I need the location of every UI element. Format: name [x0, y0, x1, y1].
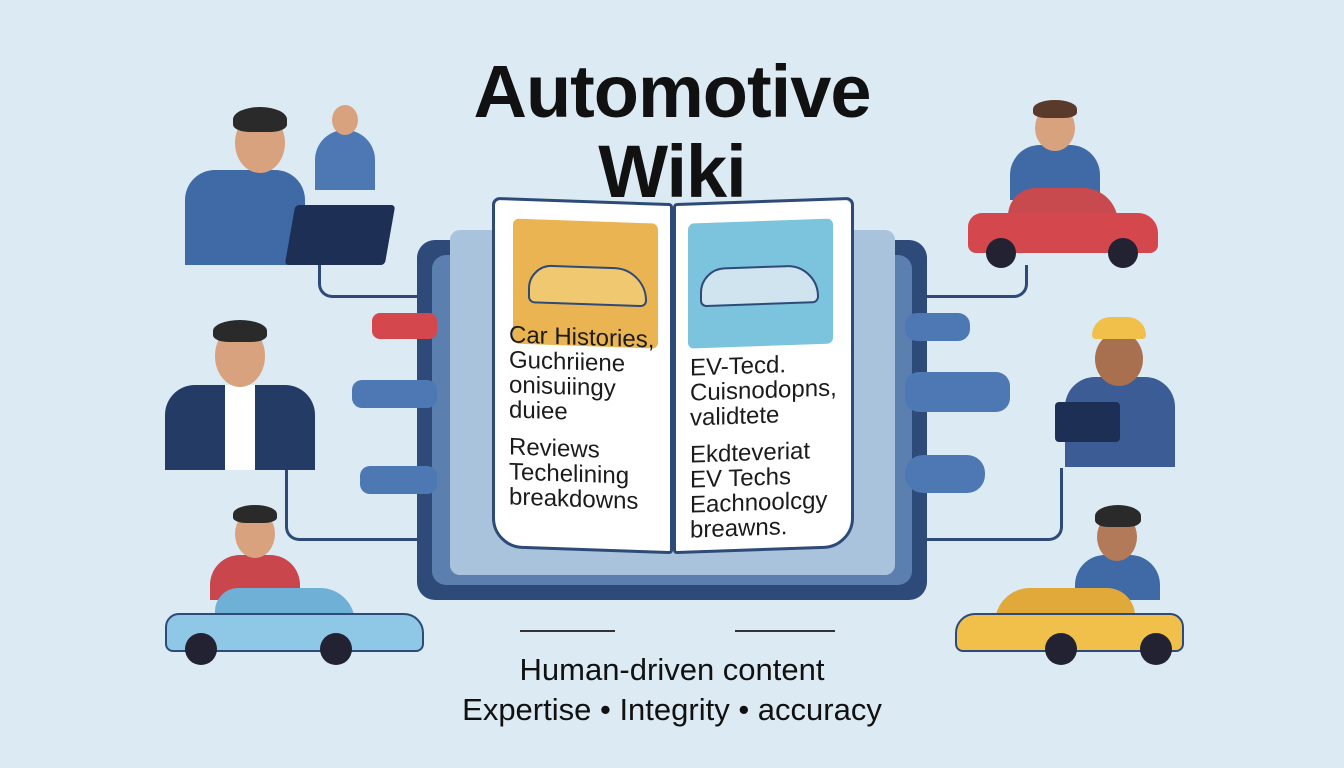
hard-hat-icon: [1092, 317, 1146, 339]
tagline-line-1: Human-driven content: [519, 652, 825, 687]
title-line-2: Wiki: [598, 130, 746, 213]
person-mechanic: [310, 105, 380, 190]
person-tablet: [1050, 312, 1180, 467]
red-car: [968, 188, 1158, 268]
person-presenter: [165, 320, 315, 470]
yellow-car: [955, 588, 1184, 665]
wrench-icon: [905, 313, 970, 341]
divider: [735, 630, 835, 632]
connector-line: [285, 468, 423, 541]
wrench-icon: [905, 372, 1010, 412]
car-illustration-sky: [688, 218, 833, 349]
page-title: Automotive Wiki: [0, 52, 1344, 212]
wrench-icon: [905, 455, 985, 493]
person-laptop: [180, 105, 400, 270]
red-tool-icon: [372, 313, 437, 339]
person-driver: [210, 505, 300, 600]
connector-line: [925, 265, 1028, 298]
tablet-icon: [1055, 402, 1120, 442]
connector-line: [318, 265, 421, 298]
wrench-icon: [352, 380, 437, 408]
wrench-icon: [360, 466, 437, 494]
blue-car: [165, 588, 424, 665]
tagline: Human-driven content Expertise • Integri…: [0, 650, 1344, 730]
right-page-text: EV-Tecd.Cuisnodopns,validtete Ekdteveria…: [690, 351, 837, 544]
person-yellow-car: [1075, 505, 1160, 600]
laptop-icon: [284, 205, 396, 265]
connector-line: [925, 468, 1063, 541]
right-page: EV-Tecd.Cuisnodopns,validtete Ekdteveria…: [673, 196, 854, 555]
person-red-car: [1005, 100, 1105, 200]
title-line-1: Automotive: [473, 50, 872, 133]
divider: [520, 630, 615, 632]
tagline-line-2: Expertise • Integrity • accuracy: [462, 692, 882, 727]
